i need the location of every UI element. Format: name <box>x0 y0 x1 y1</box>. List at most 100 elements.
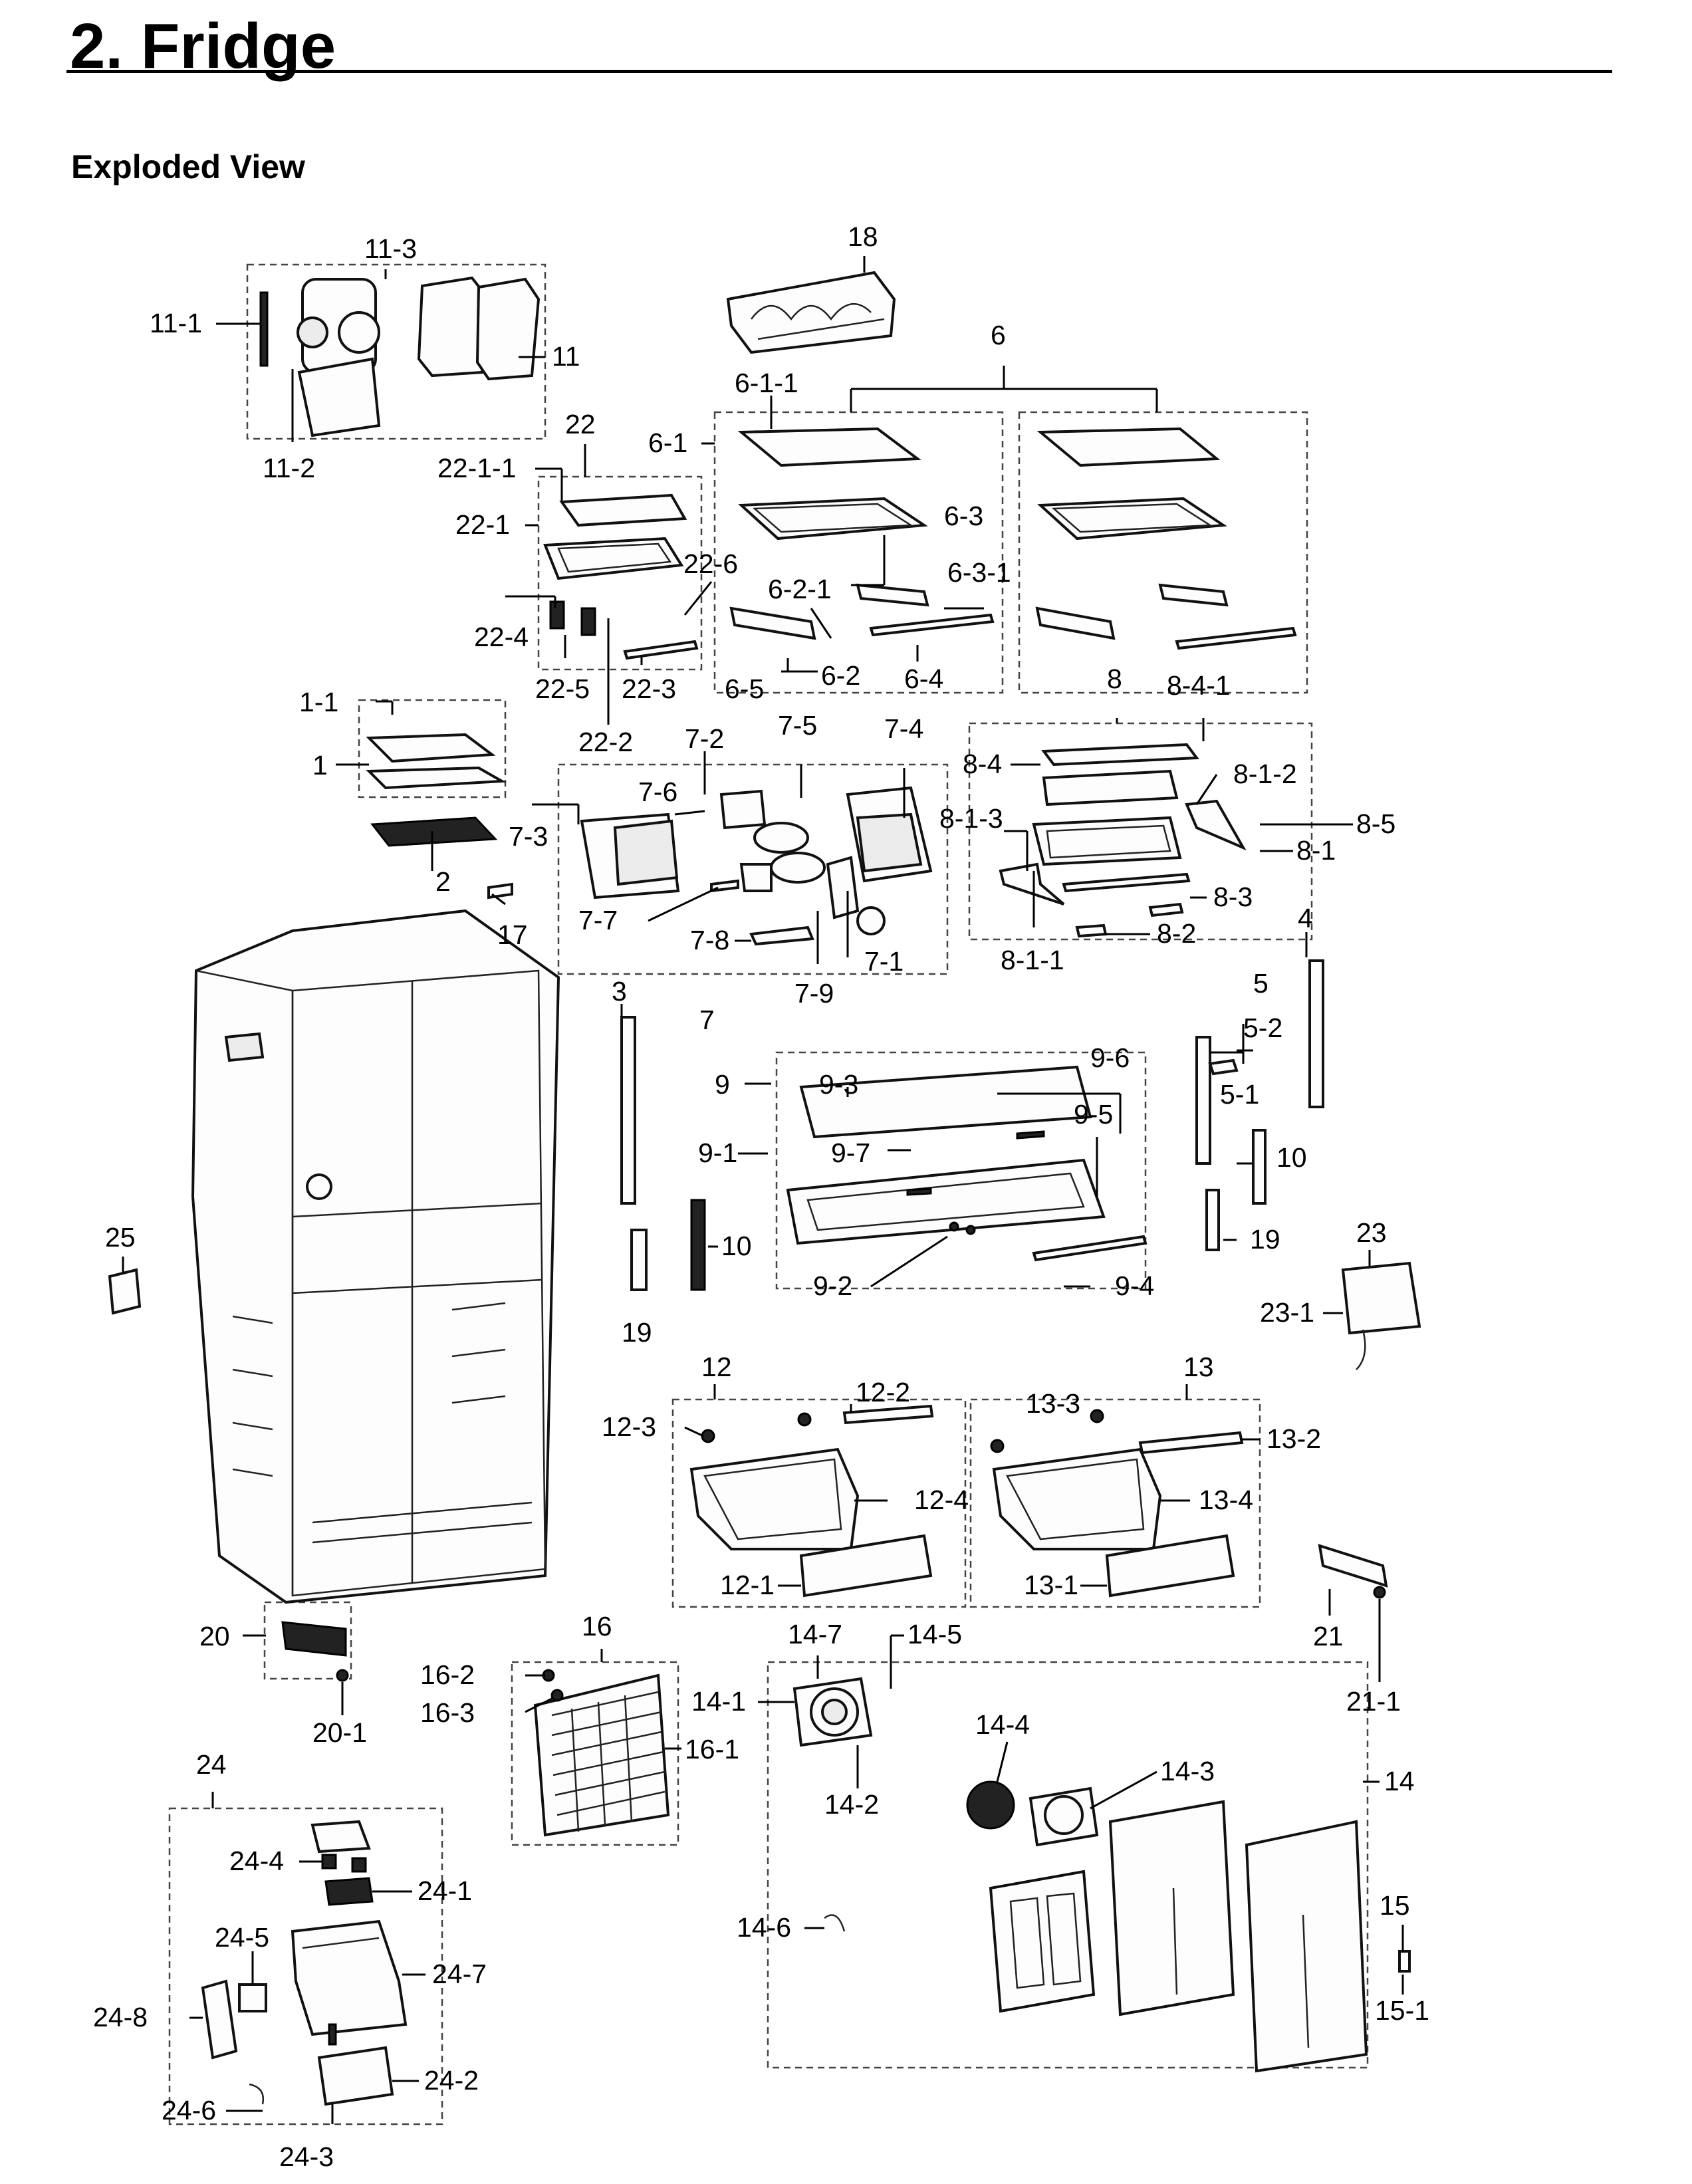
label-12: 12 <box>701 1352 732 1382</box>
label-24: 24 <box>196 1749 227 1780</box>
label-20-1: 20-1 <box>312 1717 367 1748</box>
label-17: 17 <box>497 919 528 950</box>
label-8-1: 8-1 <box>1296 835 1336 866</box>
label-7-1: 7-1 <box>864 946 904 977</box>
label-7-3: 7-3 <box>509 821 548 852</box>
label-8-5: 8-5 <box>1356 808 1395 839</box>
label-13: 13 <box>1183 1352 1214 1382</box>
label-8-4: 8-4 <box>963 749 1002 779</box>
label-13-4: 13-4 <box>1199 1485 1253 1515</box>
label-8-1-3: 8-1-3 <box>939 803 1003 834</box>
label-6-5: 6-5 <box>725 673 764 704</box>
label-9-5: 9-5 <box>1074 1099 1113 1130</box>
label-5: 5 <box>1253 968 1269 999</box>
label-7-8: 7-8 <box>690 925 729 955</box>
label-7-2: 7-2 <box>685 723 724 754</box>
label-9-2: 9-2 <box>813 1271 852 1301</box>
label-24-5: 24-5 <box>215 1922 269 1953</box>
label-3: 3 <box>612 976 627 1007</box>
ice-maker-assembly <box>259 276 541 437</box>
label-4: 4 <box>1298 903 1313 933</box>
label-6-4: 6-4 <box>904 664 943 694</box>
label-22-5: 22-5 <box>535 673 590 704</box>
label-6-2: 6-2 <box>821 660 860 691</box>
label-8: 8 <box>1107 664 1122 694</box>
label-15: 15 <box>1380 1890 1410 1921</box>
label-5-2: 5-2 <box>1243 1013 1282 1043</box>
label-24-4: 24-4 <box>229 1846 284 1876</box>
label-5-1: 5-1 <box>1220 1079 1259 1110</box>
label-20: 20 <box>199 1621 230 1651</box>
refrigerator-shelves <box>729 427 1297 650</box>
ice-bin <box>726 271 896 354</box>
title-underline <box>66 70 1612 73</box>
section-title: Exploded View <box>71 148 305 185</box>
label-6-1-1: 6-1-1 <box>735 368 798 398</box>
label-1-1: 1-1 <box>299 687 338 717</box>
label-7-4: 7-4 <box>884 713 923 744</box>
label-11-2: 11-2 <box>263 453 315 483</box>
rail-and-bracket <box>281 1544 1388 1682</box>
label-1: 1 <box>312 750 328 781</box>
label-14-6: 14-6 <box>737 1912 791 1943</box>
label-11-3: 11-3 <box>364 233 417 264</box>
label-9-7: 9-7 <box>831 1138 870 1168</box>
label-7: 7 <box>699 1005 715 1035</box>
label-11-1: 11-1 <box>150 308 202 338</box>
label-12-3: 12-3 <box>602 1411 656 1442</box>
label-10a: 10 <box>1276 1142 1307 1173</box>
label-2: 2 <box>435 866 451 897</box>
label-14: 14 <box>1384 1766 1415 1796</box>
label-24-7: 24-7 <box>432 1959 487 1989</box>
misc-small-parts <box>108 1261 1421 1370</box>
label-24-2: 24-2 <box>424 2065 479 2096</box>
label-14-1: 14-1 <box>691 1686 746 1717</box>
label-13-3: 13-3 <box>1026 1388 1080 1419</box>
label-16-3: 16-3 <box>420 1697 475 1728</box>
top-cover-and-filter <box>366 733 513 900</box>
control-module <box>580 786 933 946</box>
label-9-4: 9-4 <box>1115 1271 1154 1301</box>
label-22-3: 22-3 <box>622 673 676 704</box>
door-rails <box>620 959 1324 1291</box>
label-12-4: 12-4 <box>914 1485 969 1515</box>
label-13-2: 13-2 <box>1267 1423 1321 1454</box>
label-14-7: 14-7 <box>788 1619 842 1649</box>
label-14-4: 14-4 <box>975 1709 1030 1740</box>
door-bin-assembly <box>999 743 1247 938</box>
label-19b: 19 <box>622 1317 652 1348</box>
label-14-5: 14-5 <box>907 1619 962 1649</box>
label-10b: 10 <box>721 1231 752 1261</box>
label-8-1-1: 8-1-1 <box>1001 945 1064 975</box>
fridge-cabinet <box>191 909 560 1604</box>
label-16-1: 16-1 <box>685 1734 739 1764</box>
label-9: 9 <box>715 1069 730 1100</box>
label-8-3: 8-3 <box>1213 882 1253 912</box>
label-12-1: 12-1 <box>720 1570 775 1600</box>
label-25: 25 <box>105 1222 136 1253</box>
label-24-3: 24-3 <box>279 2141 334 2172</box>
label-22-1: 22-1 <box>455 509 510 540</box>
label-7-5: 7-5 <box>778 710 817 741</box>
label-23: 23 <box>1356 1217 1387 1248</box>
fan-and-back-panels <box>792 1677 1411 2073</box>
label-7-7: 7-7 <box>578 905 618 935</box>
label-22-6: 22-6 <box>683 548 738 579</box>
label-8-1-2: 8-1-2 <box>1233 759 1297 789</box>
label-24-8: 24-8 <box>93 2002 148 2032</box>
label-7-9: 7-9 <box>794 978 834 1009</box>
ice-water-module <box>201 1820 408 2106</box>
label-9-3: 9-3 <box>819 1069 858 1100</box>
label-6-3-1: 6-3-1 <box>947 557 1011 588</box>
label-12-2: 12-2 <box>856 1377 910 1407</box>
label-22: 22 <box>565 409 596 439</box>
label-9-6: 9-6 <box>1090 1042 1130 1073</box>
label-9-1: 9-1 <box>698 1138 737 1168</box>
label-8-2: 8-2 <box>1157 918 1196 949</box>
label-22-4: 22-4 <box>474 622 529 652</box>
label-8-4-1: 8-4-1 <box>1167 670 1231 701</box>
label-6-3: 6-3 <box>944 501 983 531</box>
callout-labels: 11-3 11-1 11 11-2 18 6 6-1-1 6-1 22 22-1… <box>93 221 1429 2172</box>
label-6: 6 <box>991 320 1006 350</box>
